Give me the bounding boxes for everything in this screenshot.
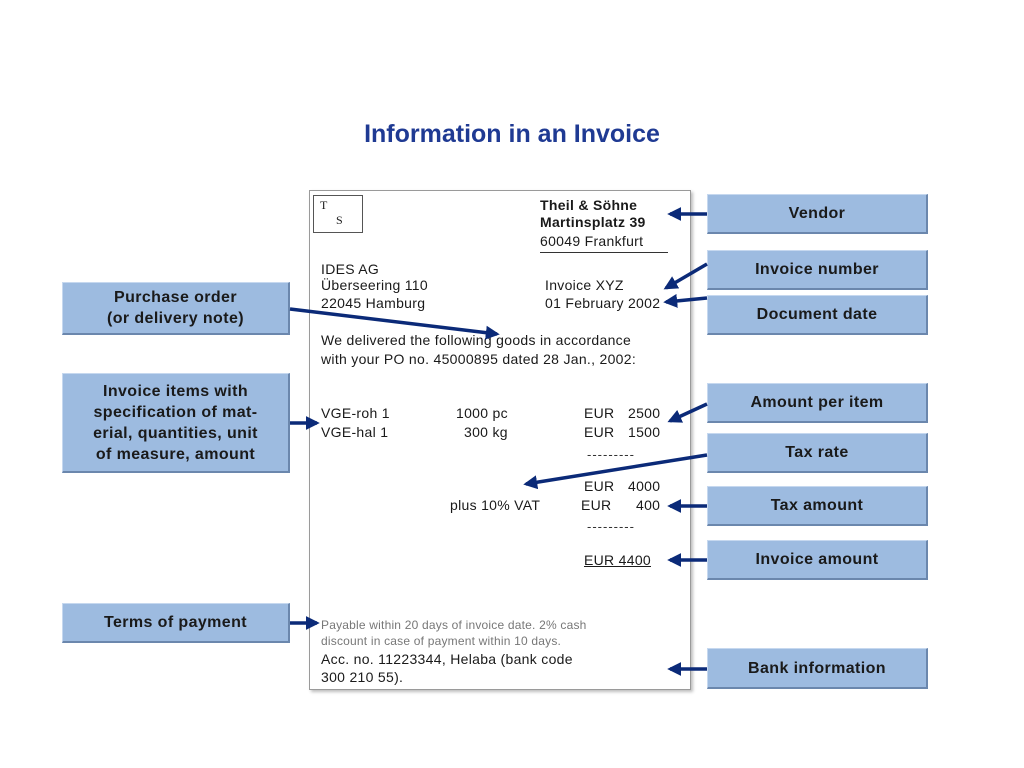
vat-label: plus 10% VAT <box>450 497 541 513</box>
item-material-2: VGE-hal 1 <box>321 424 389 440</box>
customer-name: IDES AG <box>321 261 380 277</box>
label-tax-rate-text: Tax rate <box>785 444 849 461</box>
label-document-date-text: Document date <box>756 306 878 323</box>
invoice-date: 01 February 2002 <box>545 295 661 311</box>
label-invoice-items: Invoice items with specification of mat-… <box>62 373 290 473</box>
vendor-underline <box>540 252 668 253</box>
vendor-street-text: Martinsplatz 39 <box>540 214 646 230</box>
label-amount-per-item: Amount per item <box>707 383 928 423</box>
label-invoice-amount-text: Invoice amount <box>755 551 879 568</box>
customer-street: Überseering 110 <box>321 277 428 293</box>
page-title: Information in an Invoice <box>364 120 660 148</box>
arrow-invoice-number <box>663 262 708 290</box>
label-vendor-text: Vendor <box>788 205 846 222</box>
payment-terms-line1: Payable within 20 days of invoice date. … <box>321 618 587 632</box>
item-quantity-1: 1000 pc <box>456 405 508 421</box>
bank-info-line1: Acc. no. 11223344, Helaba (bank code <box>321 651 573 667</box>
label-invoice-amount: Invoice amount <box>707 540 928 580</box>
arrow-amount-per-item <box>667 402 708 423</box>
label-amount-per-item-text: Amount per item <box>750 394 884 411</box>
payment-terms-line2: discount in case of payment within 10 da… <box>321 634 562 648</box>
po-reference-line2: with your PO no. 45000895 dated 28 Jan.,… <box>321 351 637 367</box>
subtotal-amount: 4000 <box>628 478 661 494</box>
arrow-purchase-order <box>289 307 500 340</box>
total-separator: --------- <box>587 519 635 534</box>
label-vendor: Vendor <box>707 194 928 234</box>
logo-letter-t: T <box>320 198 328 212</box>
label-document-date: Document date <box>707 295 928 335</box>
label-bank-information-text: Bank information <box>748 659 886 677</box>
arrow-document-date <box>663 293 708 308</box>
invoice-document: T S Theil & Söhne Martinsplatz 39 60049 … <box>309 190 691 690</box>
item-quantity-2: 300 kg <box>464 424 508 440</box>
invoice-total: EUR 4400 <box>584 552 651 568</box>
vendor-street: Martinsplatz 39 <box>540 214 646 230</box>
bank-info-line2: 300 210 55). <box>321 669 404 685</box>
label-invoice-items-text: Invoice items with specification of mat-… <box>93 382 258 463</box>
label-tax-rate: Tax rate <box>707 433 928 473</box>
subtotal-separator: --------- <box>587 447 635 462</box>
po-reference-line1: We delivered the following goods in acco… <box>321 332 632 348</box>
item-currency-1: EUR <box>584 405 615 421</box>
vat-currency: EUR <box>581 497 612 513</box>
label-purchase-order-text: Purchase order (or delivery note) <box>106 289 244 327</box>
vendor-name: Theil & Söhne <box>540 197 638 213</box>
item-amount-2: 1500 <box>628 424 661 440</box>
logo-letter-s: S <box>336 213 343 227</box>
item-currency-2: EUR <box>584 424 615 440</box>
label-invoice-number-text: Invoice number <box>755 261 879 278</box>
item-material-1: VGE-roh 1 <box>321 405 390 421</box>
label-purchase-order: Purchase order (or delivery note) <box>62 282 290 335</box>
vendor-logo: T S <box>313 195 363 233</box>
label-tax-amount-text: Tax amount <box>770 497 864 514</box>
label-terms-of-payment-text: Terms of payment <box>103 614 248 631</box>
label-bank-information: Bank information <box>707 648 928 689</box>
invoice-number: Invoice XYZ <box>545 277 624 293</box>
item-amount-1: 2500 <box>628 405 661 421</box>
label-terms-of-payment: Terms of payment <box>62 603 290 643</box>
customer-city: 22045 Hamburg <box>321 295 426 311</box>
arrow-tax-rate <box>523 453 708 490</box>
subtotal-currency: EUR <box>584 478 615 494</box>
label-tax-amount: Tax amount <box>707 486 928 526</box>
vat-amount: 400 <box>636 497 661 513</box>
label-invoice-number: Invoice number <box>707 250 928 290</box>
vendor-city: 60049 Frankfurt <box>540 233 644 249</box>
